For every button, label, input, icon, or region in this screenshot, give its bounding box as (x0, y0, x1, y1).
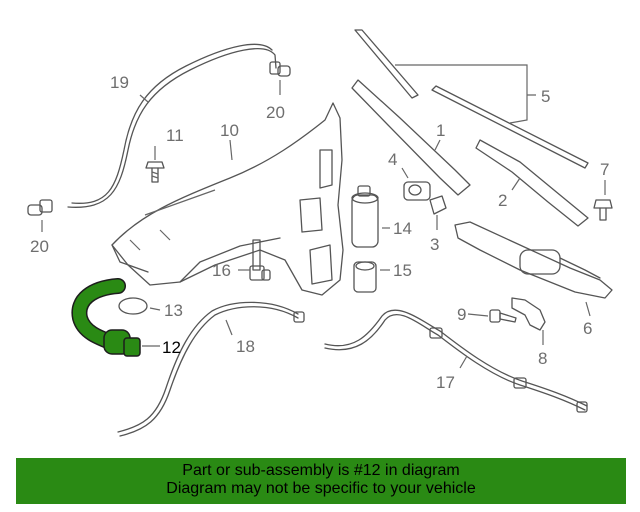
callout-19: 19 (110, 73, 129, 92)
callout-2: 2 (498, 191, 507, 210)
callout-17: 17 (436, 373, 455, 392)
part-17-hose[interactable] (324, 309, 588, 413)
callout-9: 9 (457, 305, 466, 324)
callout-20-top: 20 (266, 103, 285, 122)
callout-12: 12 (162, 338, 181, 357)
part-19-washer-hose[interactable] (67, 43, 277, 208)
callout-8: 8 (538, 349, 547, 368)
callout-18: 18 (236, 337, 255, 356)
part-16-fitting[interactable] (249, 239, 271, 281)
callout-5: 5 (541, 87, 550, 106)
callout-13: 13 (164, 301, 183, 320)
part-13-grommet[interactable] (118, 297, 148, 315)
banner-line-1: Part or sub-assembly is #12 in diagram (182, 462, 460, 479)
part-2-wiper-arm[interactable] (475, 139, 589, 227)
callout-11: 11 (166, 126, 184, 145)
callout-15: 15 (393, 261, 412, 280)
callout-6: 6 (583, 319, 592, 338)
part-11-screw[interactable] (145, 161, 165, 183)
callout-1: 1 (436, 121, 445, 140)
callout-3: 3 (430, 235, 439, 254)
part-1-wiper-arm[interactable] (351, 79, 471, 196)
part-14-washer-pump[interactable] (351, 185, 379, 248)
callout-7: 7 (600, 160, 609, 179)
part-12-hose-highlighted[interactable] (71, 278, 141, 357)
callout-16: 16 (212, 261, 231, 280)
callout-10: 10 (220, 121, 239, 140)
callout-4: 4 (388, 150, 397, 169)
part-18-hose[interactable] (117, 301, 305, 437)
part-5-wiper-blades[interactable] (354, 29, 589, 169)
info-banner: Part or sub-assembly is #12 in diagram D… (16, 458, 626, 504)
callout-14: 14 (393, 219, 412, 238)
part-7-screw[interactable] (593, 199, 613, 221)
callout-20-left: 20 (30, 237, 49, 256)
part-15-pump-grommet[interactable] (353, 261, 377, 293)
part-3-cap[interactable] (429, 195, 447, 215)
parts-diagram: 1 2 3 4 5 6 7 8 9 10 11 12 13 14 15 16 1… (27, 29, 613, 437)
leader-lines (41, 64, 606, 369)
banner-line-2: Diagram may not be specific to your vehi… (166, 480, 476, 497)
part-20-connector-left[interactable] (27, 199, 53, 216)
part-9-bolt[interactable] (489, 309, 517, 323)
part-8-bracket[interactable] (511, 297, 546, 331)
part-20-connector-top[interactable] (269, 61, 291, 77)
part-6-wiper-linkage[interactable] (454, 221, 613, 299)
callout-labels: 1 2 3 4 5 6 7 8 9 10 11 12 13 14 15 16 1… (30, 73, 609, 392)
part-4-nut[interactable] (403, 181, 431, 201)
